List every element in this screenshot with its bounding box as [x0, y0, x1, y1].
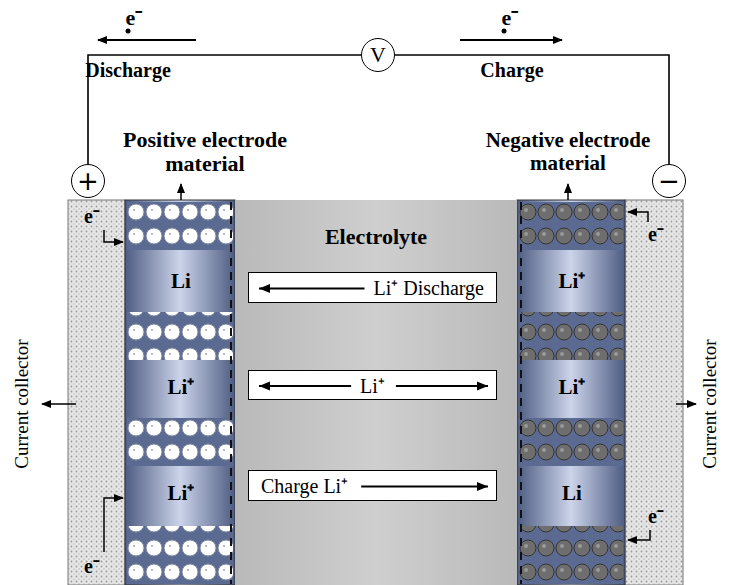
ion-arrow — [396, 385, 488, 387]
electron-symbol: e⁻ — [648, 223, 664, 245]
arrow-head — [259, 284, 270, 293]
symbol-text: − — [658, 168, 680, 194]
electron-symbol: e⁻ — [84, 205, 100, 227]
flow-text: Li⁺ — [360, 372, 385, 399]
arrow-head — [477, 482, 488, 491]
ion-label: Li⁺ — [168, 376, 195, 399]
flow-label: Discharge — [85, 59, 171, 81]
arrow-head — [259, 382, 270, 391]
region-heading: Electrolyte — [235, 224, 517, 250]
ion-label: Li⁺ — [559, 270, 586, 293]
collector-label: Current collector — [700, 339, 721, 468]
arrow-head — [477, 382, 488, 391]
ion-label: Li — [562, 482, 582, 505]
electrode-heading: Negative electrode material — [458, 129, 678, 175]
voltmeter-circle: V — [361, 38, 395, 72]
ion-arrow — [259, 385, 351, 387]
ion-arrow — [361, 486, 488, 488]
terminal-circle: − — [652, 164, 686, 198]
ion-flow-box: Li⁺ Discharge — [248, 272, 497, 303]
ion-label: Li⁺ — [168, 482, 195, 505]
flow-text: Li⁺ Discharge — [374, 274, 485, 301]
collector-label: Current collector — [12, 339, 33, 468]
electrolyte-region: ElectrolyteLi⁺ DischargeLi⁺ Charge Li⁺ — [235, 200, 517, 585]
ion-flow-box: Charge Li⁺ — [248, 470, 497, 501]
flow-label: Charge — [480, 59, 543, 81]
electron-symbol: e⁻ — [648, 505, 664, 527]
electrode-heading: Positive electrode material — [90, 128, 320, 176]
ion-label: Li⁺ — [559, 376, 586, 399]
electron-symbol: e⁻ — [126, 6, 143, 30]
symbol-text: + — [77, 168, 99, 194]
electron-symbol: e⁻ — [502, 6, 519, 30]
electron-symbol: e⁻ — [84, 555, 100, 577]
ion-arrow — [259, 288, 365, 290]
flow-text: Charge Li⁺ — [261, 472, 348, 499]
terminal-circle: + — [71, 164, 105, 198]
symbol-text: V — [370, 44, 386, 66]
ion-label: Li — [171, 270, 191, 293]
ion-flow-box: Li⁺ — [248, 370, 497, 400]
